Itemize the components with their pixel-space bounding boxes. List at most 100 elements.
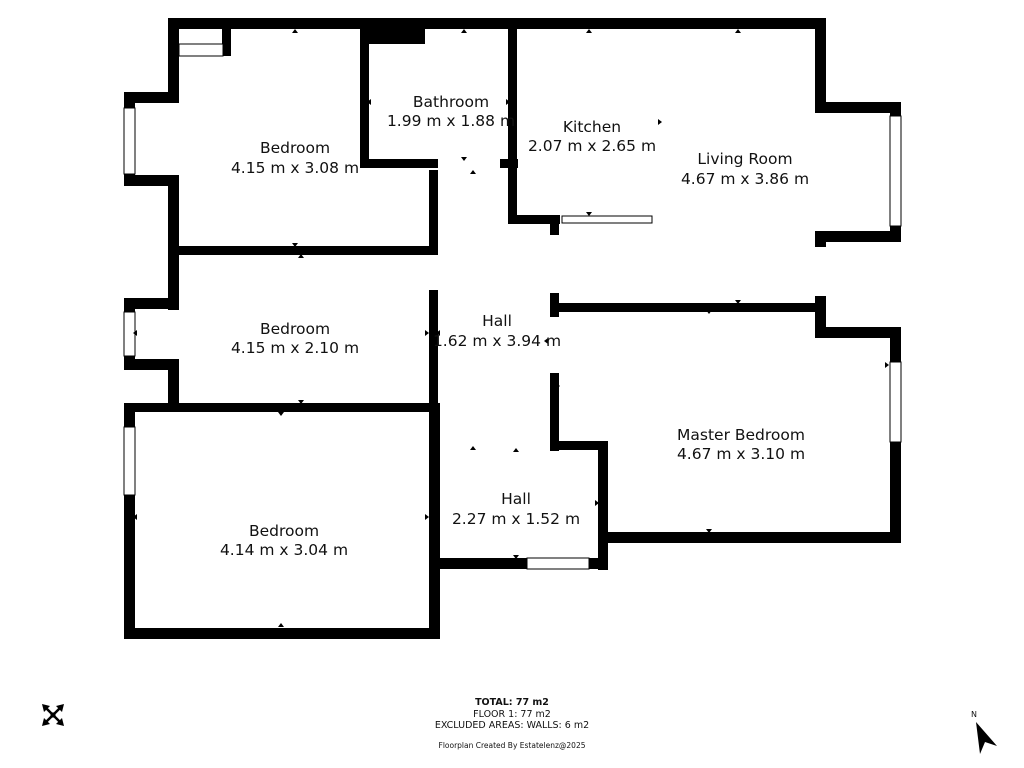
room-name: Living Room <box>697 150 792 168</box>
wall <box>508 215 560 224</box>
window <box>123 311 136 357</box>
wall <box>550 373 559 451</box>
door-marker <box>513 448 519 452</box>
door-marker <box>706 310 712 314</box>
window <box>123 426 136 496</box>
door-marker <box>298 254 304 258</box>
wall <box>222 26 231 56</box>
door-marker <box>735 300 741 304</box>
wall <box>815 327 901 338</box>
door-marker <box>506 99 510 105</box>
door-marker <box>658 119 662 125</box>
window <box>889 115 902 227</box>
window <box>561 215 653 224</box>
window <box>889 361 902 443</box>
window <box>526 557 590 570</box>
wall <box>598 532 901 543</box>
floor-area: FLOOR 1: 77 m2 <box>473 709 551 720</box>
door-marker <box>298 400 304 404</box>
room-dims: 2.07 m x 2.65 m <box>528 137 656 155</box>
door-marker <box>470 170 476 174</box>
total-area: TOTAL: 77 m2 <box>475 697 549 708</box>
wall <box>589 558 608 569</box>
room-dims: 1.62 m x 3.94 m <box>433 332 561 350</box>
wall <box>168 18 826 29</box>
room-name: Bedroom <box>260 139 330 157</box>
wall <box>168 359 179 411</box>
room-dims: 4.67 m x 3.86 m <box>681 170 809 188</box>
wall <box>508 18 517 224</box>
wall <box>815 231 826 247</box>
credit-text: Floorplan Created By Estatelenz@2025 <box>438 741 586 750</box>
wall <box>429 558 527 569</box>
wall <box>168 175 179 310</box>
door-marker <box>425 514 429 520</box>
wall <box>815 18 826 113</box>
door-marker <box>595 500 599 506</box>
room-name: Bathroom <box>413 93 489 111</box>
door-marker <box>461 29 467 33</box>
door-marker <box>436 500 440 506</box>
door-markers <box>133 29 889 627</box>
door-marker <box>706 529 712 533</box>
door-marker <box>292 243 298 247</box>
room-dims: 4.15 m x 2.10 m <box>231 339 359 357</box>
wall <box>550 215 559 235</box>
wall <box>429 403 440 639</box>
wall <box>360 159 438 168</box>
wall <box>124 403 135 639</box>
door-marker <box>513 555 519 559</box>
door-marker <box>133 330 137 336</box>
cross-arrows-icon <box>42 704 64 726</box>
room-labels: Bedroom 4.15 m x 3.08 m Bathroom 1.99 m … <box>220 93 809 559</box>
room-name: Kitchen <box>563 118 621 136</box>
room-name: Bedroom <box>249 522 319 540</box>
door-marker <box>133 514 137 520</box>
window <box>178 43 224 57</box>
wall <box>815 231 901 242</box>
wall <box>550 303 826 312</box>
door-marker <box>436 330 440 336</box>
wall <box>360 18 369 166</box>
room-dims: 2.27 m x 1.52 m <box>452 510 580 528</box>
door-marker <box>278 412 284 416</box>
door-marker <box>735 29 741 33</box>
wall <box>124 298 179 309</box>
door-marker <box>470 446 476 450</box>
wall <box>429 290 438 430</box>
room-dims: 4.14 m x 3.04 m <box>220 541 348 559</box>
room-dims: 1.99 m x 1.88 m <box>387 112 515 130</box>
wall <box>168 246 438 255</box>
door-marker <box>586 29 592 33</box>
north-label: N <box>971 710 977 719</box>
wall <box>168 18 179 103</box>
wall <box>124 628 440 639</box>
room-dims: 4.67 m x 3.10 m <box>677 445 805 463</box>
wall <box>124 92 179 103</box>
excluded-area: EXCLUDED AREAS: WALLS: 6 m2 <box>434 720 590 731</box>
door-marker <box>278 623 284 627</box>
room-dims: 4.15 m x 3.08 m <box>231 159 359 177</box>
wall <box>815 102 901 113</box>
wall <box>598 441 608 570</box>
north-arrow-icon <box>976 722 997 754</box>
wall <box>124 403 438 412</box>
room-name: Hall <box>501 490 531 508</box>
door-marker <box>425 330 429 336</box>
wall <box>550 441 608 450</box>
door-marker <box>556 383 560 389</box>
room-name: Hall <box>482 312 512 330</box>
door-marker <box>544 338 548 344</box>
wall <box>429 170 438 250</box>
wall <box>815 296 826 338</box>
window <box>123 107 136 175</box>
door-marker <box>292 29 298 33</box>
windows <box>123 43 902 570</box>
room-name: Bedroom <box>260 320 330 338</box>
door-marker <box>586 212 592 216</box>
door-marker <box>367 99 371 105</box>
door-marker <box>461 157 467 161</box>
wall <box>124 175 179 186</box>
door-marker <box>885 362 889 368</box>
